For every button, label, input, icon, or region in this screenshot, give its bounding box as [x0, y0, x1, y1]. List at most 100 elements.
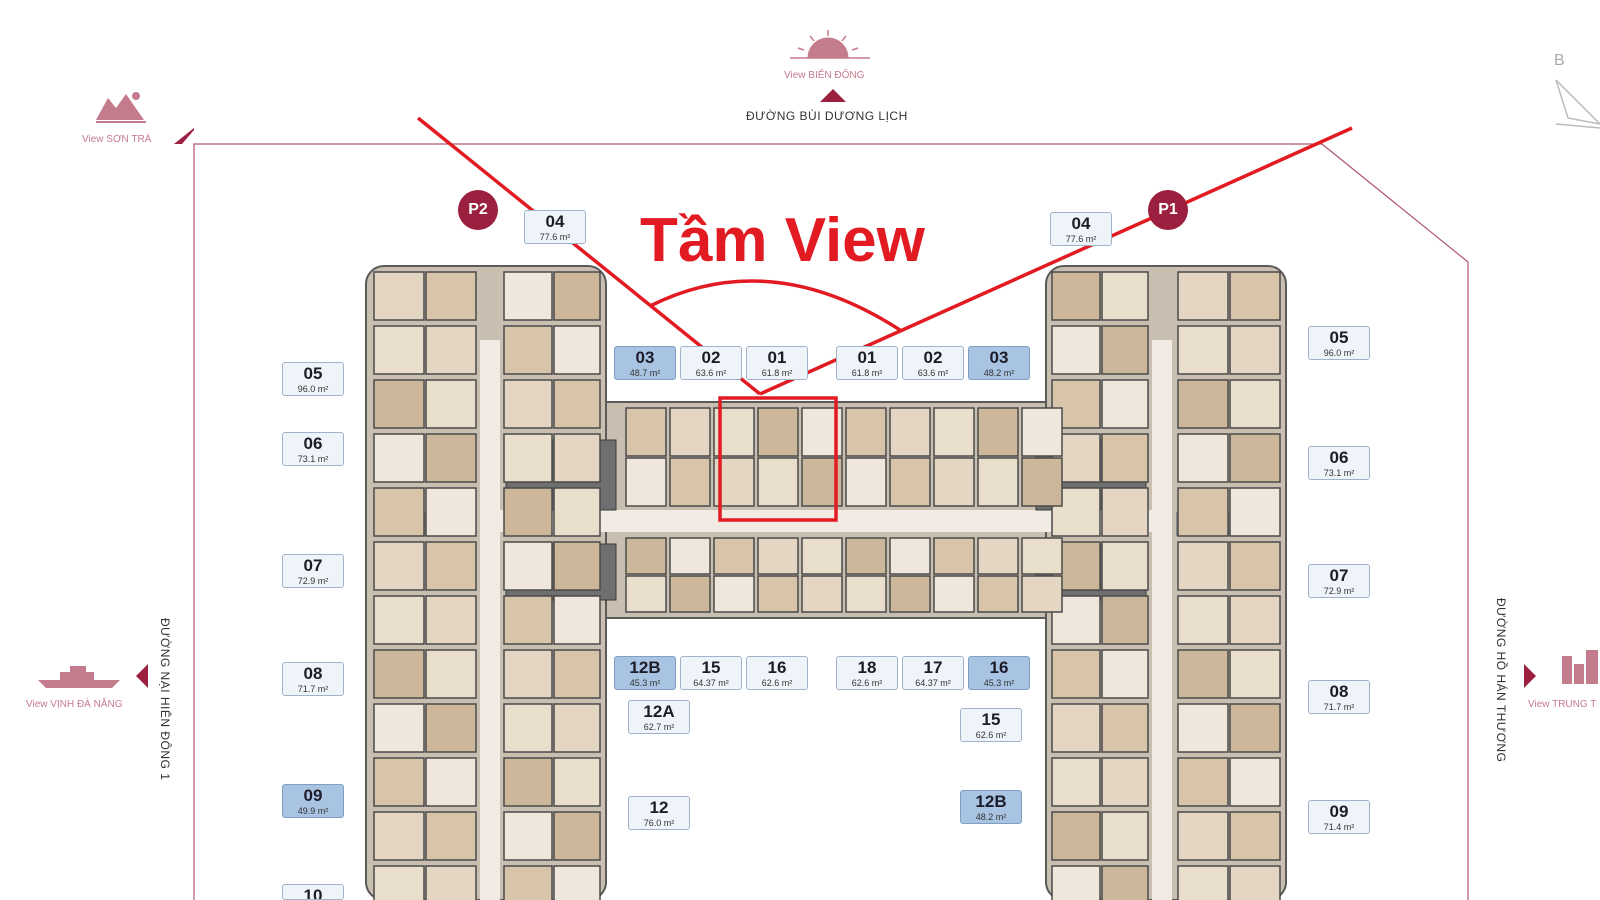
room-block: [373, 541, 425, 591]
room-block: [1101, 757, 1149, 807]
room-block: [933, 575, 975, 613]
unit-number: 02: [701, 348, 721, 367]
room-block: [1021, 457, 1063, 507]
corridor-right: [1152, 340, 1172, 900]
room-block: [503, 325, 553, 375]
room-block: [1229, 865, 1281, 900]
room-block: [425, 703, 477, 753]
room-block: [757, 457, 799, 507]
room-block: [553, 325, 601, 375]
street-top-label: ĐƯỜNG BÙI DƯƠNG LỊCH: [746, 109, 908, 123]
unit-area: 49.9 m²: [297, 806, 329, 816]
room-block: [1177, 757, 1229, 807]
room-block: [425, 595, 477, 645]
unit-label[interactable]: 10: [282, 884, 344, 900]
room-block: [373, 649, 425, 699]
room-block: [373, 865, 425, 900]
unit-number: 04: [1071, 214, 1091, 233]
room-block: [1229, 379, 1281, 429]
unit-area: 45.3 m²: [983, 678, 1015, 688]
room-block: [373, 811, 425, 861]
room-block: [503, 865, 553, 900]
unit-number: 06: [1329, 448, 1349, 467]
room-block: [425, 325, 477, 375]
room-block: [1177, 649, 1229, 699]
room-block: [1101, 541, 1149, 591]
room-block: [1229, 487, 1281, 537]
room-block: [425, 541, 477, 591]
room-block: [553, 649, 601, 699]
room-block: [977, 457, 1019, 507]
room-block: [425, 757, 477, 807]
unit-number: 16: [767, 658, 787, 677]
room-block: [1229, 649, 1281, 699]
unit-number: 07: [303, 556, 323, 575]
room-block: [889, 575, 931, 613]
room-block: [425, 271, 477, 321]
room-block: [373, 703, 425, 753]
badge-p2: P2: [458, 190, 498, 230]
unit-area: 96.0 m²: [1323, 348, 1355, 358]
room-block: [1177, 433, 1229, 483]
unit-area: 62.6 m²: [851, 678, 883, 688]
unit-number: 18: [857, 658, 877, 677]
room-block: [933, 407, 975, 457]
room-block: [373, 595, 425, 645]
unit-number: 08: [1329, 682, 1349, 701]
room-block: [1101, 811, 1149, 861]
view-bien-dong-label: View BIỂN ĐÔNG: [784, 70, 865, 81]
room-block: [1021, 575, 1063, 613]
unit-number: 09: [303, 786, 323, 805]
room-block: [1051, 757, 1101, 807]
room-block: [1051, 379, 1101, 429]
room-block: [713, 537, 755, 575]
room-block: [503, 649, 553, 699]
unit-area: 63.6 m²: [917, 368, 949, 378]
room-block: [977, 575, 1019, 613]
unit-number: 15: [981, 710, 1001, 729]
room-block: [1051, 649, 1101, 699]
room-block: [373, 379, 425, 429]
room-block: [1021, 537, 1063, 575]
room-block: [757, 537, 799, 575]
site-boundary: [193, 143, 1469, 900]
ship-icon: [38, 666, 120, 688]
room-block: [625, 407, 667, 457]
room-block: [933, 537, 975, 575]
unit-area: 77.6 m²: [1065, 234, 1097, 244]
room-block: [553, 379, 601, 429]
room-block: [553, 757, 601, 807]
room-block: [503, 379, 553, 429]
room-block: [503, 811, 553, 861]
room-block: [1177, 271, 1229, 321]
unit-number: 08: [303, 664, 323, 683]
